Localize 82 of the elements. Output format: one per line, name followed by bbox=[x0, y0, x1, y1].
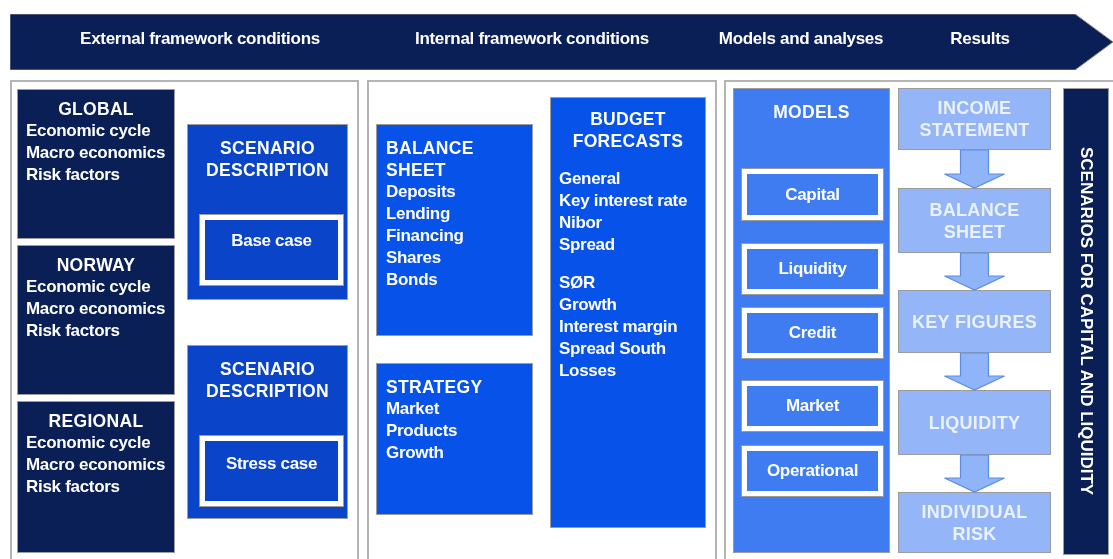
box-heading: NORWAY bbox=[55, 254, 137, 276]
list-item: Growth bbox=[386, 442, 445, 464]
case-box bbox=[742, 308, 883, 358]
block-arrow bbox=[943, 454, 1006, 493]
category-box bbox=[376, 124, 533, 336]
list-item: General bbox=[559, 168, 622, 190]
panel bbox=[724, 80, 1113, 559]
panel bbox=[367, 80, 717, 559]
box-heading: INCOME STATEMENT bbox=[918, 97, 1031, 141]
category-box bbox=[17, 401, 175, 553]
list-item: Risk factors bbox=[26, 476, 121, 498]
list-item: Deposits bbox=[386, 181, 457, 203]
result-box bbox=[898, 390, 1051, 455]
block-arrow bbox=[943, 352, 1006, 391]
banner-label: SCENARIOS FOR CAPITAL AND LIQUIDITY bbox=[1076, 147, 1097, 496]
header-arrow-band bbox=[10, 14, 1113, 70]
category-box bbox=[550, 97, 706, 528]
case-label: Credit bbox=[787, 322, 838, 344]
panel bbox=[10, 80, 359, 559]
list-item: Key interest rate bbox=[559, 190, 689, 212]
list-item: Risk factors bbox=[26, 320, 121, 342]
box-heading: REGIONAL bbox=[47, 410, 145, 432]
case-label: Stress case bbox=[224, 453, 319, 475]
box-heading: LIQUIDITY bbox=[927, 411, 1022, 434]
list-item: Economic cycle bbox=[26, 120, 152, 142]
models-panel bbox=[733, 88, 890, 553]
case-label: Liquidity bbox=[777, 258, 848, 280]
list-item: Macro economics bbox=[26, 454, 166, 476]
category-box bbox=[17, 245, 175, 395]
list-item: Bonds bbox=[386, 269, 439, 291]
list-item: Market bbox=[386, 398, 441, 420]
list-item: Financing bbox=[386, 225, 465, 247]
category-box bbox=[187, 345, 348, 519]
list-item: Interest margin bbox=[559, 316, 679, 338]
stage-heading: Internal framework conditions bbox=[414, 28, 650, 50]
box-heading: STRATEGY bbox=[386, 376, 484, 398]
case-box bbox=[742, 446, 883, 496]
box-heading: MODELS bbox=[772, 101, 851, 123]
case-box bbox=[200, 215, 343, 285]
box-heading: BALANCE SHEET bbox=[928, 198, 1021, 243]
list-item: Growth bbox=[559, 294, 618, 316]
case-box bbox=[742, 244, 883, 294]
list-item: Macro economics bbox=[26, 142, 166, 164]
side-banner bbox=[1063, 88, 1109, 555]
category-box bbox=[187, 124, 348, 300]
case-label: Capital bbox=[784, 183, 841, 206]
box-heading: SCENARIO DESCRIPTION bbox=[205, 137, 330, 181]
result-box bbox=[898, 492, 1051, 553]
list-item: Risk factors bbox=[26, 164, 121, 186]
box-heading: BALANCE SHEET bbox=[386, 137, 475, 181]
list-item: Economic cycle bbox=[26, 276, 152, 298]
list-item: Macro economics bbox=[26, 298, 166, 320]
case-label: Base case bbox=[230, 230, 313, 252]
box-heading: SCENARIO DESCRIPTION bbox=[205, 358, 330, 402]
block-arrow bbox=[943, 149, 1006, 189]
case-label: Market bbox=[785, 395, 841, 417]
stage-heading: External framework conditions bbox=[80, 28, 320, 50]
box-heading: INDIVIDUAL RISK bbox=[920, 500, 1029, 545]
list-item: Shares bbox=[386, 247, 442, 269]
list-item: Products bbox=[386, 420, 459, 442]
list-item: Spread South bbox=[559, 338, 667, 360]
category-box bbox=[376, 363, 533, 515]
list-item: Economic cycle bbox=[26, 432, 152, 454]
category-box bbox=[17, 89, 175, 239]
case-box bbox=[200, 436, 343, 506]
case-box bbox=[742, 169, 883, 220]
result-box bbox=[898, 88, 1051, 150]
list-item: Losses bbox=[559, 360, 617, 382]
box-heading: KEY FIGURES bbox=[911, 310, 1038, 333]
list-item: Spread bbox=[559, 234, 616, 256]
list-item: Nibor bbox=[559, 212, 603, 234]
stage-heading: Results bbox=[950, 28, 1010, 50]
result-box bbox=[898, 290, 1051, 353]
result-box bbox=[898, 188, 1051, 253]
case-label: Operational bbox=[765, 460, 860, 482]
list-item: SØR bbox=[559, 272, 596, 294]
stage-heading: Models and analyses bbox=[718, 28, 884, 50]
case-box bbox=[742, 381, 883, 431]
block-arrow bbox=[943, 252, 1006, 291]
list-item: Lending bbox=[386, 203, 451, 225]
box-heading: BUDGET FORECASTS bbox=[571, 108, 685, 152]
box-heading: GLOBAL bbox=[57, 98, 135, 120]
